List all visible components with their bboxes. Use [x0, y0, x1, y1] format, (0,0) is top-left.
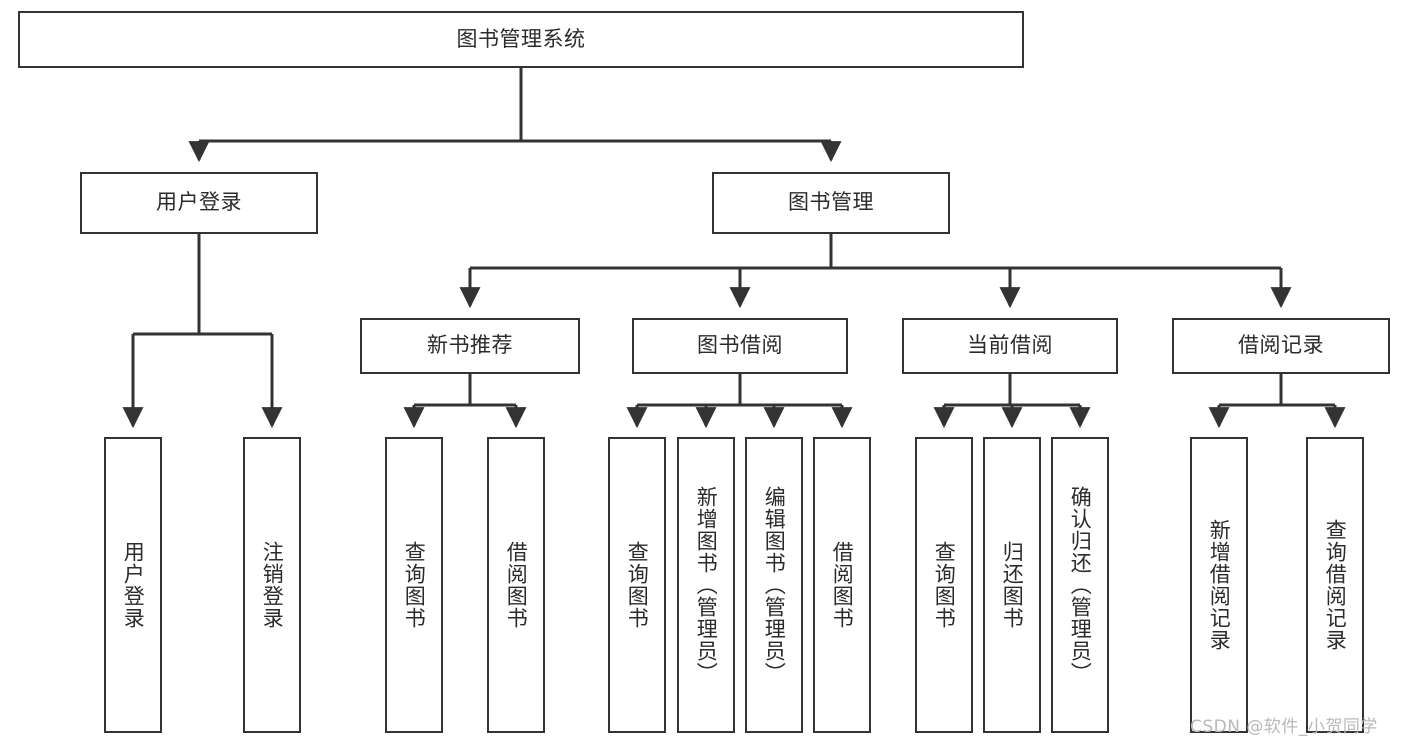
leaf-query-book-recommendation[interactable]: 查询图书: [385, 437, 443, 733]
leaf-user-login[interactable]: 用户登录: [104, 437, 162, 733]
leaf-borrow-book-recommendation[interactable]: 借阅图书: [487, 437, 545, 733]
node-book-management[interactable]: 图书管理: [712, 172, 950, 234]
node-book-borrowing[interactable]: 图书借阅: [632, 318, 848, 374]
leaf-add-book-admin[interactable]: 新增图书（管理员）: [677, 437, 735, 733]
node-root-system[interactable]: 图书管理系统: [18, 11, 1024, 68]
leaf-logout[interactable]: 注销登录: [243, 437, 301, 733]
leaf-query-book-current[interactable]: 查询图书: [915, 437, 973, 733]
leaf-query-borrowing-record[interactable]: 查询借阅记录: [1306, 437, 1364, 733]
node-user-login[interactable]: 用户登录: [80, 172, 318, 234]
watermark-text: CSDN @软件_小贺同学: [1190, 717, 1378, 737]
leaf-add-borrowing-record[interactable]: 新增借阅记录: [1190, 437, 1248, 733]
leaf-confirm-return-admin[interactable]: 确认归还（管理员）: [1051, 437, 1109, 733]
node-borrowing-record[interactable]: 借阅记录: [1172, 318, 1390, 374]
leaf-borrow-book[interactable]: 借阅图书: [813, 437, 871, 733]
node-current-borrowing[interactable]: 当前借阅: [902, 318, 1118, 374]
leaf-query-book-borrowing[interactable]: 查询图书: [608, 437, 666, 733]
leaf-edit-book-admin[interactable]: 编辑图书（管理员）: [745, 437, 803, 733]
node-new-book-recommendation[interactable]: 新书推荐: [360, 318, 580, 374]
leaf-return-book[interactable]: 归还图书: [983, 437, 1041, 733]
